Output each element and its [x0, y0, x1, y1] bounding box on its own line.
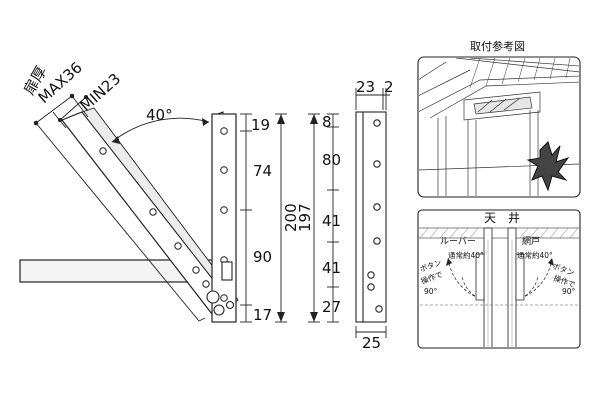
pivot-cluster [206, 261, 235, 316]
reference-title: 取付参考図 [470, 39, 525, 53]
screen-label: 網戸 [522, 235, 540, 247]
installation-view-panel [417, 56, 581, 198]
dim-left-90: 90 [253, 248, 272, 266]
button-angle-left: 90° [424, 287, 438, 296]
side-dim-25: 25 [362, 334, 381, 352]
side-dim-23: 23 [356, 78, 375, 96]
hinge-assembly: 40° [19, 106, 239, 323]
louver-label: ルーバー [440, 236, 476, 247]
operation-section-panel: 天 井 ルーバー 網戸 通常約40° 通常約40° ボタン 操作で 90° ボタ… [417, 209, 581, 349]
ceiling-label: 天 井 [484, 211, 520, 225]
normal-angle-right: 通常約40° [517, 250, 553, 260]
left-dimension-chain [240, 113, 287, 323]
mounting-plate [211, 113, 237, 323]
dim-right-total-197: 197 [296, 203, 314, 232]
dim-right-41a: 41 [322, 212, 341, 230]
side-view [355, 88, 390, 338]
dim-left-17: 17 [253, 306, 272, 324]
door-arm-inner [81, 107, 239, 306]
dim-right-8: 8 [322, 113, 332, 131]
normal-angle-left: 通常約40° [448, 250, 484, 260]
dim-right-41b: 41 [322, 259, 341, 277]
side-dim-2: 2 [384, 78, 394, 96]
dim-right-27: 27 [322, 298, 341, 316]
dim-right-80: 80 [322, 151, 341, 169]
dim-left-total-200: 200 [282, 203, 300, 232]
right-dimension-chain [308, 113, 339, 323]
dim-left-19: 19 [251, 116, 270, 134]
dim-left-74: 74 [253, 162, 272, 180]
open-angle-label: 40° [146, 106, 173, 124]
button-angle-right: 90° [562, 287, 576, 296]
angle-arc [111, 117, 210, 143]
thickness-dimensions [33, 93, 206, 322]
min-thickness: MIN23 [77, 70, 124, 115]
